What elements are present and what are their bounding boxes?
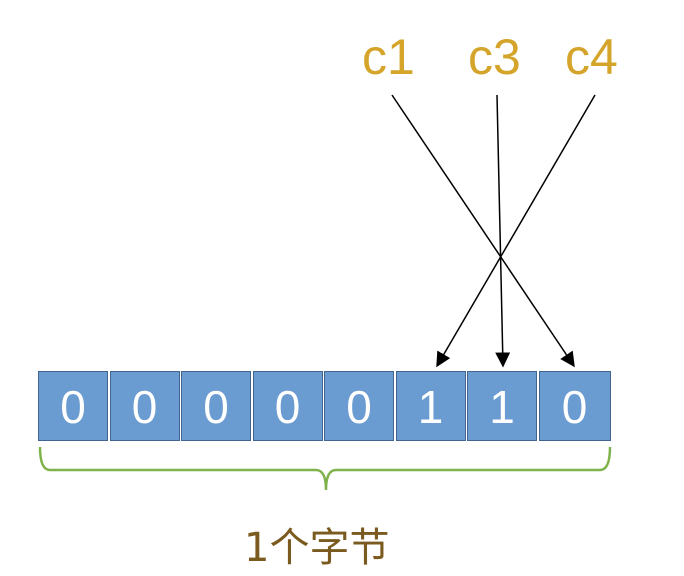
arrow-c4 xyxy=(436,94,596,368)
bit-cell: 0 xyxy=(324,371,394,441)
byte-caption: 1个字节 xyxy=(244,525,390,571)
bit-cell: 0 xyxy=(109,371,180,441)
bit-cell: 1 xyxy=(395,371,466,441)
bit-cell: 0 xyxy=(181,371,251,441)
bit-cell: 1 xyxy=(467,371,537,441)
bit-cell: 0 xyxy=(252,371,323,441)
byte-bracket xyxy=(38,446,612,491)
pointer-label-c1: c1 xyxy=(362,29,415,85)
arrow-c3 xyxy=(495,94,511,368)
arrow-c1 xyxy=(391,94,575,368)
bit-cell: 0 xyxy=(538,371,611,441)
pointer-label-c3: c3 xyxy=(468,29,521,85)
bit-cell: 0 xyxy=(38,371,108,441)
pointer-label-c4: c4 xyxy=(565,29,618,85)
